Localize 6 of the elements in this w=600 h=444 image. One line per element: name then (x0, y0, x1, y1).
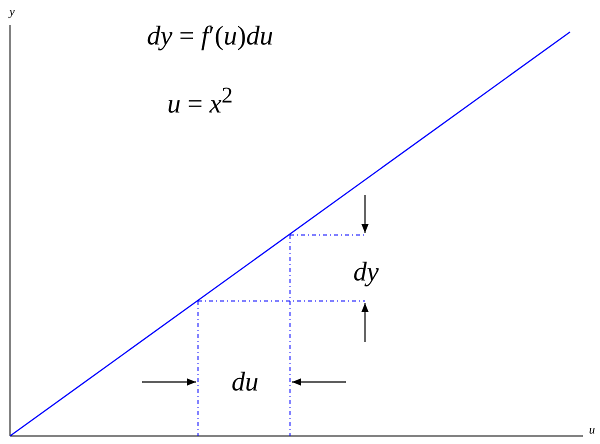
formula: dy = f′(u)du (146, 20, 274, 52)
dimension-label: dy (353, 256, 379, 288)
axis-label: y (9, 4, 15, 20)
axis-label: u (589, 422, 595, 438)
dimension-label: du (232, 366, 258, 398)
formula: u = x$^{2}$ (167, 82, 233, 120)
